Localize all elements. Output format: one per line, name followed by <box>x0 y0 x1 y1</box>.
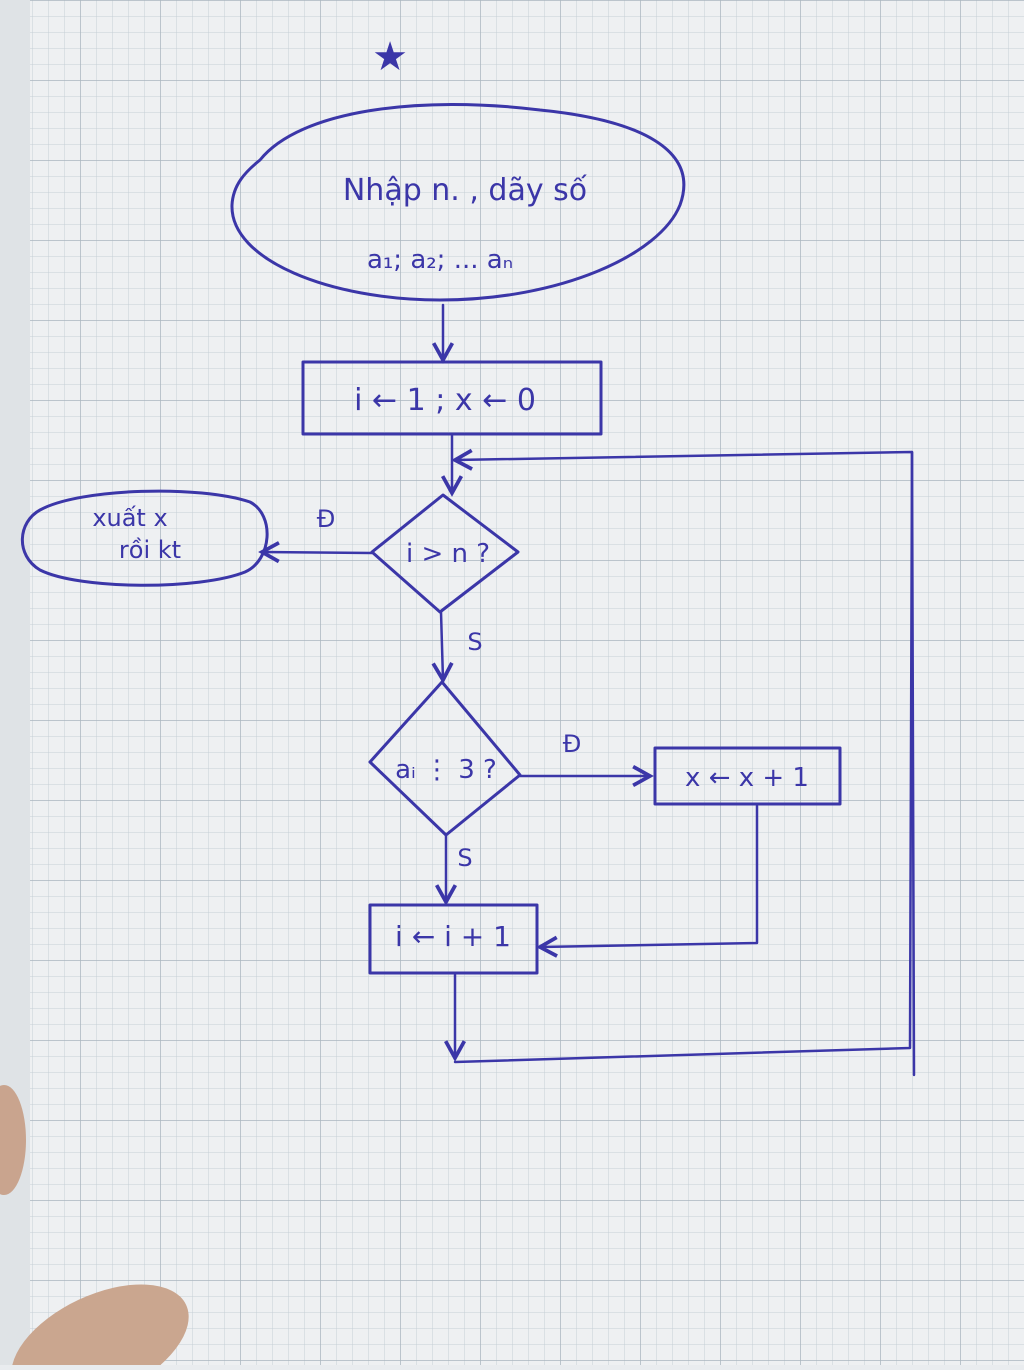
grid-lines <box>30 0 1024 1365</box>
increment-i-label: i ← i + 1 <box>395 920 511 953</box>
edge-cond1-true <box>262 552 374 553</box>
output-label-1: xuất x <box>92 504 167 532</box>
increment-x-node: x ← x + 1 <box>653 746 842 806</box>
edge-loop-back-tail <box>910 450 916 1077</box>
output-node: xuất x rồi kt <box>20 489 269 587</box>
finger-top <box>0 1085 26 1195</box>
cond1-false-label: S <box>467 628 482 656</box>
start-node: Nhập n. , dãy số a₁; a₂; ... aₙ <box>230 102 686 302</box>
condition-2-label: aᵢ ⋮ 3 ? <box>395 755 497 785</box>
condition-1-label: i > n ? <box>406 539 490 569</box>
edge-incx-to-inci <box>540 804 759 947</box>
increment-i-node: i ← i + 1 <box>368 903 539 975</box>
cond2-false-label: S <box>457 844 472 872</box>
star-mark: ★ <box>372 34 408 80</box>
start-node-label-2: a₁; a₂; ... aₙ <box>367 245 513 275</box>
increment-x-label: x ← x + 1 <box>685 763 809 793</box>
edge-loop-back <box>455 452 914 1064</box>
finger-bottom <box>11 1284 189 1370</box>
init-node: i ← 1 ; x ← 0 <box>301 360 603 436</box>
cond2-true-label: Đ <box>563 730 582 758</box>
output-label-2: rồi kt <box>119 536 181 564</box>
start-node-label-1: Nhập n. , dãy số <box>343 173 588 208</box>
edge-cond1-false <box>441 610 443 680</box>
init-node-label: i ← 1 ; x ← 0 <box>354 383 536 418</box>
cond1-true-label: Đ <box>317 505 336 533</box>
